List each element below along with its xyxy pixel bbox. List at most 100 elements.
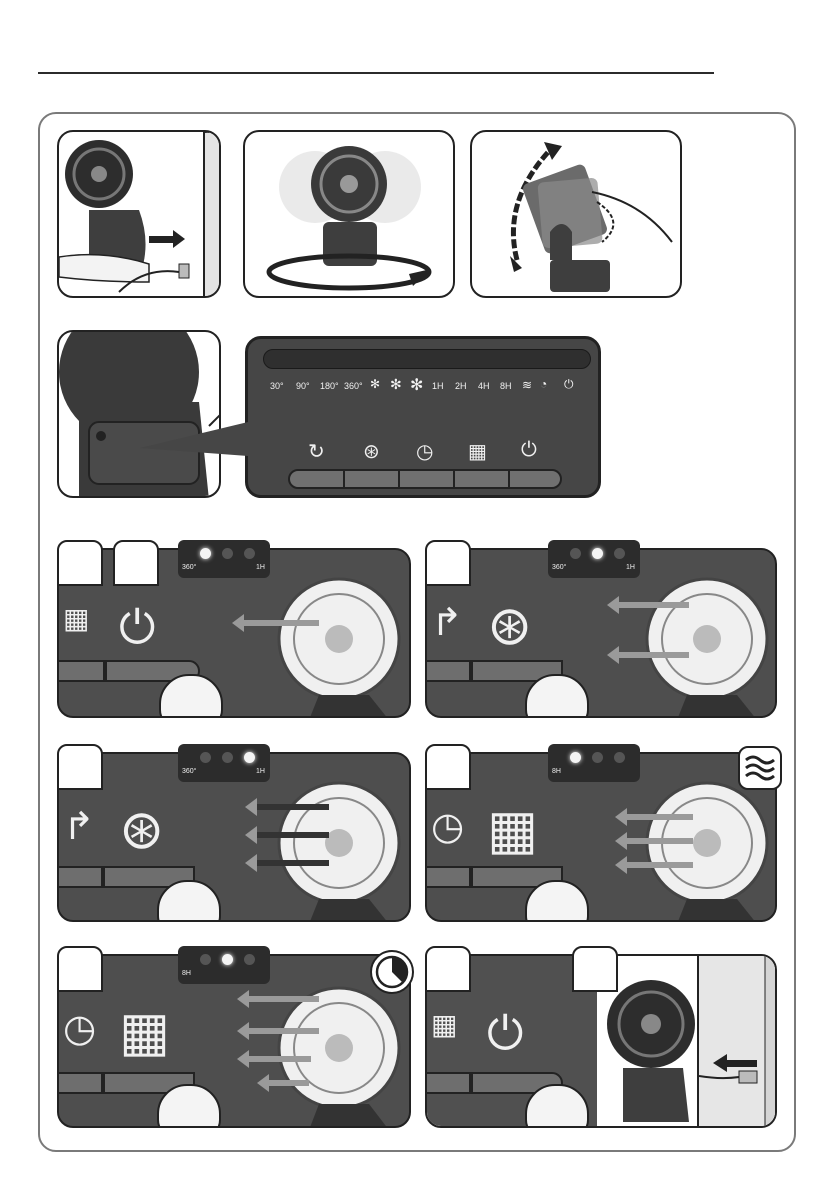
oscillation-icon: ↱ (431, 600, 463, 645)
sleep-mode-icon: ◔ (540, 377, 547, 391)
power-icon: ⏻ (521, 439, 537, 462)
oscillation-button[interactable] (290, 471, 345, 487)
timer-icon: ◷ (63, 1006, 96, 1051)
button-segment (57, 660, 105, 682)
indicator-dot (244, 548, 255, 559)
power-button[interactable] (510, 471, 564, 487)
indicator-dot (592, 752, 603, 763)
step-number-5 (425, 744, 471, 790)
mode-icon: ▦ (63, 602, 89, 635)
airflow-arrow (269, 1080, 309, 1086)
indicator-2h: 2H (455, 381, 467, 391)
indicator-dot (614, 752, 625, 763)
oscillation-icon: ↱ (63, 804, 95, 849)
timer-button[interactable] (400, 471, 455, 487)
airflow-arrow (244, 620, 319, 626)
power-indicator-icon: ⏻ (564, 377, 574, 392)
mode-icon: ▦ (487, 798, 538, 861)
airflow-arrow (257, 804, 329, 810)
mode-icon: ▦ (468, 439, 487, 464)
fan-base-icon (59, 332, 221, 498)
strip-label-360: 360° (182, 768, 196, 775)
power-icon: ⏻ (119, 600, 155, 656)
indicator-strip: 360° 1H (178, 540, 270, 578)
indicator-dot (222, 752, 233, 763)
finger-icon (157, 1084, 221, 1128)
fan-icon (617, 779, 777, 922)
step-number-2 (113, 540, 159, 586)
timer-icon: ◷ (431, 804, 464, 849)
fan-speed-icon: ⊛ (363, 439, 380, 464)
fan-plug-icon (59, 132, 221, 298)
indicator-dot (592, 548, 603, 559)
tilt-fan-icon (472, 132, 682, 298)
airflow-arrow (257, 832, 329, 838)
timer-icon: ◷ (416, 439, 433, 464)
fan-icon (249, 575, 411, 718)
airflow-arrow (619, 602, 689, 608)
step-number-1 (57, 540, 103, 586)
callout-wedge (140, 420, 250, 460)
oscillation-icon: ↻ (308, 439, 325, 464)
indicator-strip: 360° 1H (178, 744, 270, 782)
rotating-fan-icon (245, 132, 455, 298)
airflow-arrow (249, 1028, 319, 1034)
mode-icon: ▦ (119, 1000, 170, 1063)
control-panel: 30° 90° 180° 360° ✻ ✻ ✻ 1H 2H 4H 8H ≋ ◔ … (245, 336, 601, 498)
fan-speed-icon: ⊛ (119, 798, 164, 861)
rotation-illustration (243, 130, 455, 298)
finger-icon (525, 880, 589, 922)
speed-3-icon: ✻ (410, 375, 423, 395)
tilt-illustration (470, 130, 682, 298)
indicator-8h: 8H (500, 381, 512, 391)
fan-icon (617, 575, 777, 718)
step-number-3 (425, 540, 471, 586)
step-number-4 (57, 744, 103, 790)
fan-speed-icon: ⊛ (487, 594, 532, 657)
indicator-360: 360° (344, 381, 363, 391)
indicator-dot (222, 954, 233, 965)
natural-wind-icon (738, 746, 782, 790)
indicator-dot (614, 548, 625, 559)
finger-icon (159, 674, 223, 718)
mode-button[interactable] (455, 471, 510, 487)
strip-label-1h: 1H (256, 768, 265, 775)
button-strip (288, 469, 562, 489)
fan-off-icon (603, 972, 697, 1128)
button-segment (57, 1072, 103, 1094)
finger-icon (157, 880, 221, 922)
unplug-panel (697, 956, 777, 1128)
airflow-arrow (249, 1056, 311, 1062)
strip-label-360: 360° (552, 564, 566, 571)
button-segment (425, 1072, 471, 1094)
power-icon: ⏻ (487, 1006, 523, 1062)
strip-label-8h: 8H (182, 970, 191, 977)
indicator-90: 90° (296, 381, 310, 391)
indicator-strip: 360° 1H (548, 540, 640, 578)
plug-in-illustration (57, 130, 221, 298)
mode-icon: ▦ (431, 1008, 457, 1041)
button-segment (425, 660, 471, 682)
airflow-arrow (627, 862, 693, 868)
fan-icon (249, 779, 411, 922)
finger-icon (525, 674, 589, 718)
indicator-dot (570, 548, 581, 559)
strip-label-1h: 1H (626, 564, 635, 571)
step-number-8 (572, 946, 618, 992)
indicator-dot (222, 548, 233, 559)
strip-label-8h: 8H (552, 768, 561, 775)
button-segment (425, 866, 471, 888)
strip-label-360: 360° (182, 564, 196, 571)
speed-1-icon: ✻ (370, 377, 380, 391)
fan-speed-button[interactable] (345, 471, 400, 487)
panel-location-illustration (57, 330, 221, 498)
speed-2-icon: ✻ (390, 376, 402, 393)
indicator-strip: 8H (548, 744, 640, 782)
airflow-arrow (619, 652, 689, 658)
indicator-dot (244, 954, 255, 965)
indicator-dot (244, 752, 255, 763)
strip-label-1h: 1H (256, 564, 265, 571)
control-panel-display (263, 349, 591, 369)
airflow-arrow (249, 996, 319, 1002)
natural-wind-icon: ≋ (522, 378, 532, 392)
